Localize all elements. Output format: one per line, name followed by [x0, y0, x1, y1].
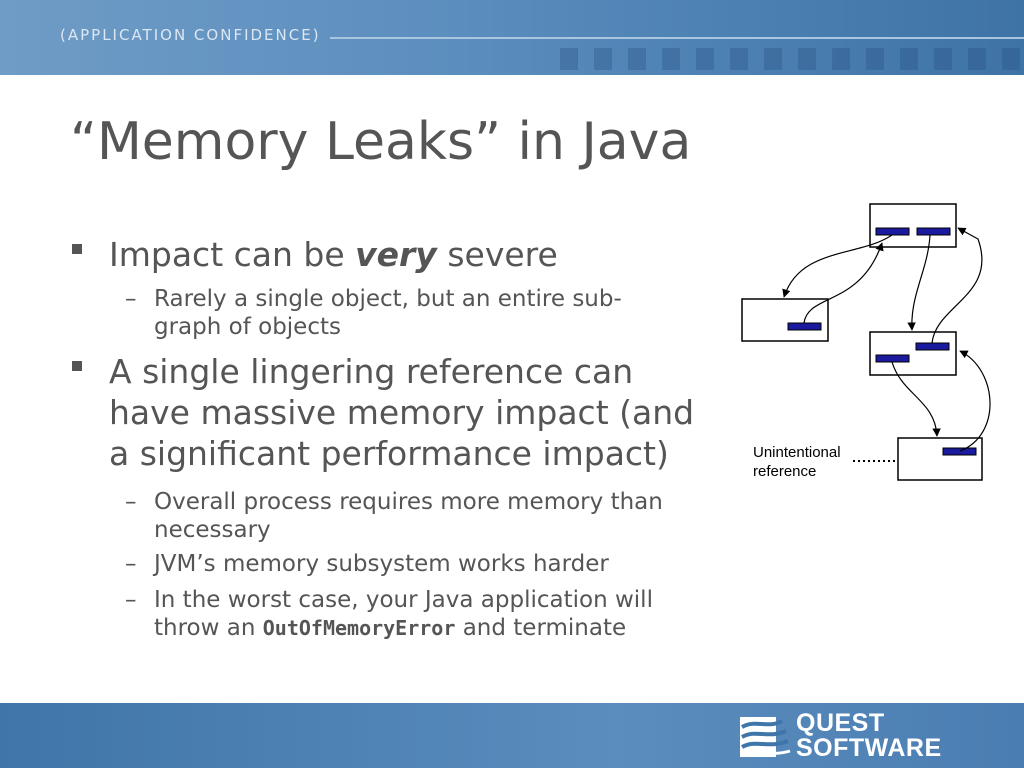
object-graph-diagram: Unintentional reference [741, 203, 991, 481]
sub-bullet-line: Overall process requires more memory tha… [154, 489, 663, 515]
square-bullet-icon [72, 244, 82, 254]
sub-bullet-line: throw an OutOfMemoryError and terminate [154, 614, 653, 642]
bullet-line: a significant performance impact) [109, 434, 669, 473]
object-node-middle [869, 331, 957, 376]
reference-arrow [959, 350, 991, 452]
header-rule [330, 37, 1024, 39]
sub-bullet-text: In the worst case, your Java application… [154, 586, 653, 642]
reference-arrow [931, 227, 983, 344]
reference-field [875, 354, 910, 363]
sub-bullet-text: JVM’s memory subsystem works harder [154, 551, 609, 577]
object-node-left [741, 298, 829, 342]
reference-arrow [803, 242, 884, 324]
slide-title: “Memory Leaks” in Java [70, 112, 692, 172]
square-bullet-icon [72, 361, 82, 371]
header-decoration [560, 48, 1024, 70]
dash-bullet-icon: – [125, 551, 137, 577]
header-tagline: (APPLICATION CONFIDENCE) [60, 26, 321, 44]
bullet-line: have massive memory impact (and [109, 393, 695, 432]
reference-arrow [891, 361, 941, 437]
sub-bullet-text-prefix: throw an [154, 615, 263, 641]
sub-bullet-text-suffix: and terminate [455, 615, 627, 641]
reference-field [875, 227, 910, 236]
bullet-text: Impact can be very severe [109, 234, 558, 275]
bullet-text-suffix: severe [436, 235, 558, 274]
sub-bullet-line: necessary [154, 517, 271, 543]
sub-bullet-line: graph of objects [154, 314, 341, 340]
unintentional-label: Unintentional [753, 444, 841, 461]
bullet-text: A single lingering reference can have ma… [109, 351, 694, 474]
sub-bullet-line: In the worst case, your Java application… [154, 587, 653, 613]
reference-arrow [907, 234, 931, 331]
quest-logo-icon [740, 717, 791, 757]
bullet-emphasis: very [355, 235, 437, 274]
quest-software-logo: QUEST SOFTWARE [738, 711, 988, 761]
sub-bullet-text: Overall process requires more memory tha… [154, 488, 663, 544]
dash-bullet-icon: – [125, 489, 137, 515]
reference-field [942, 447, 977, 456]
sub-bullet-line: Rarely a single object, but an entire su… [154, 286, 622, 312]
reference-field [787, 322, 822, 331]
dash-bullet-icon: – [125, 286, 137, 312]
header-banner: (APPLICATION CONFIDENCE) [0, 0, 1024, 75]
reference-field [915, 342, 950, 351]
bullet-text-prefix: Impact can be [109, 235, 356, 274]
sub-bullet-text: Rarely a single object, but an entire su… [154, 285, 622, 341]
reference-arrow [782, 234, 893, 298]
logo-line-quest: QUEST [796, 709, 885, 737]
bullet-line: A single lingering reference can [109, 352, 634, 391]
reference-field [916, 227, 951, 236]
footer-banner [0, 703, 1024, 768]
code-out-of-memory-error: OutOfMemoryError [262, 616, 456, 640]
logo-text: QUEST SOFTWARE [796, 711, 942, 761]
logo-line-software: SOFTWARE [796, 734, 942, 762]
object-node-bottom [897, 437, 983, 481]
reference-label: reference [753, 463, 816, 480]
dash-bullet-icon: – [125, 587, 137, 613]
